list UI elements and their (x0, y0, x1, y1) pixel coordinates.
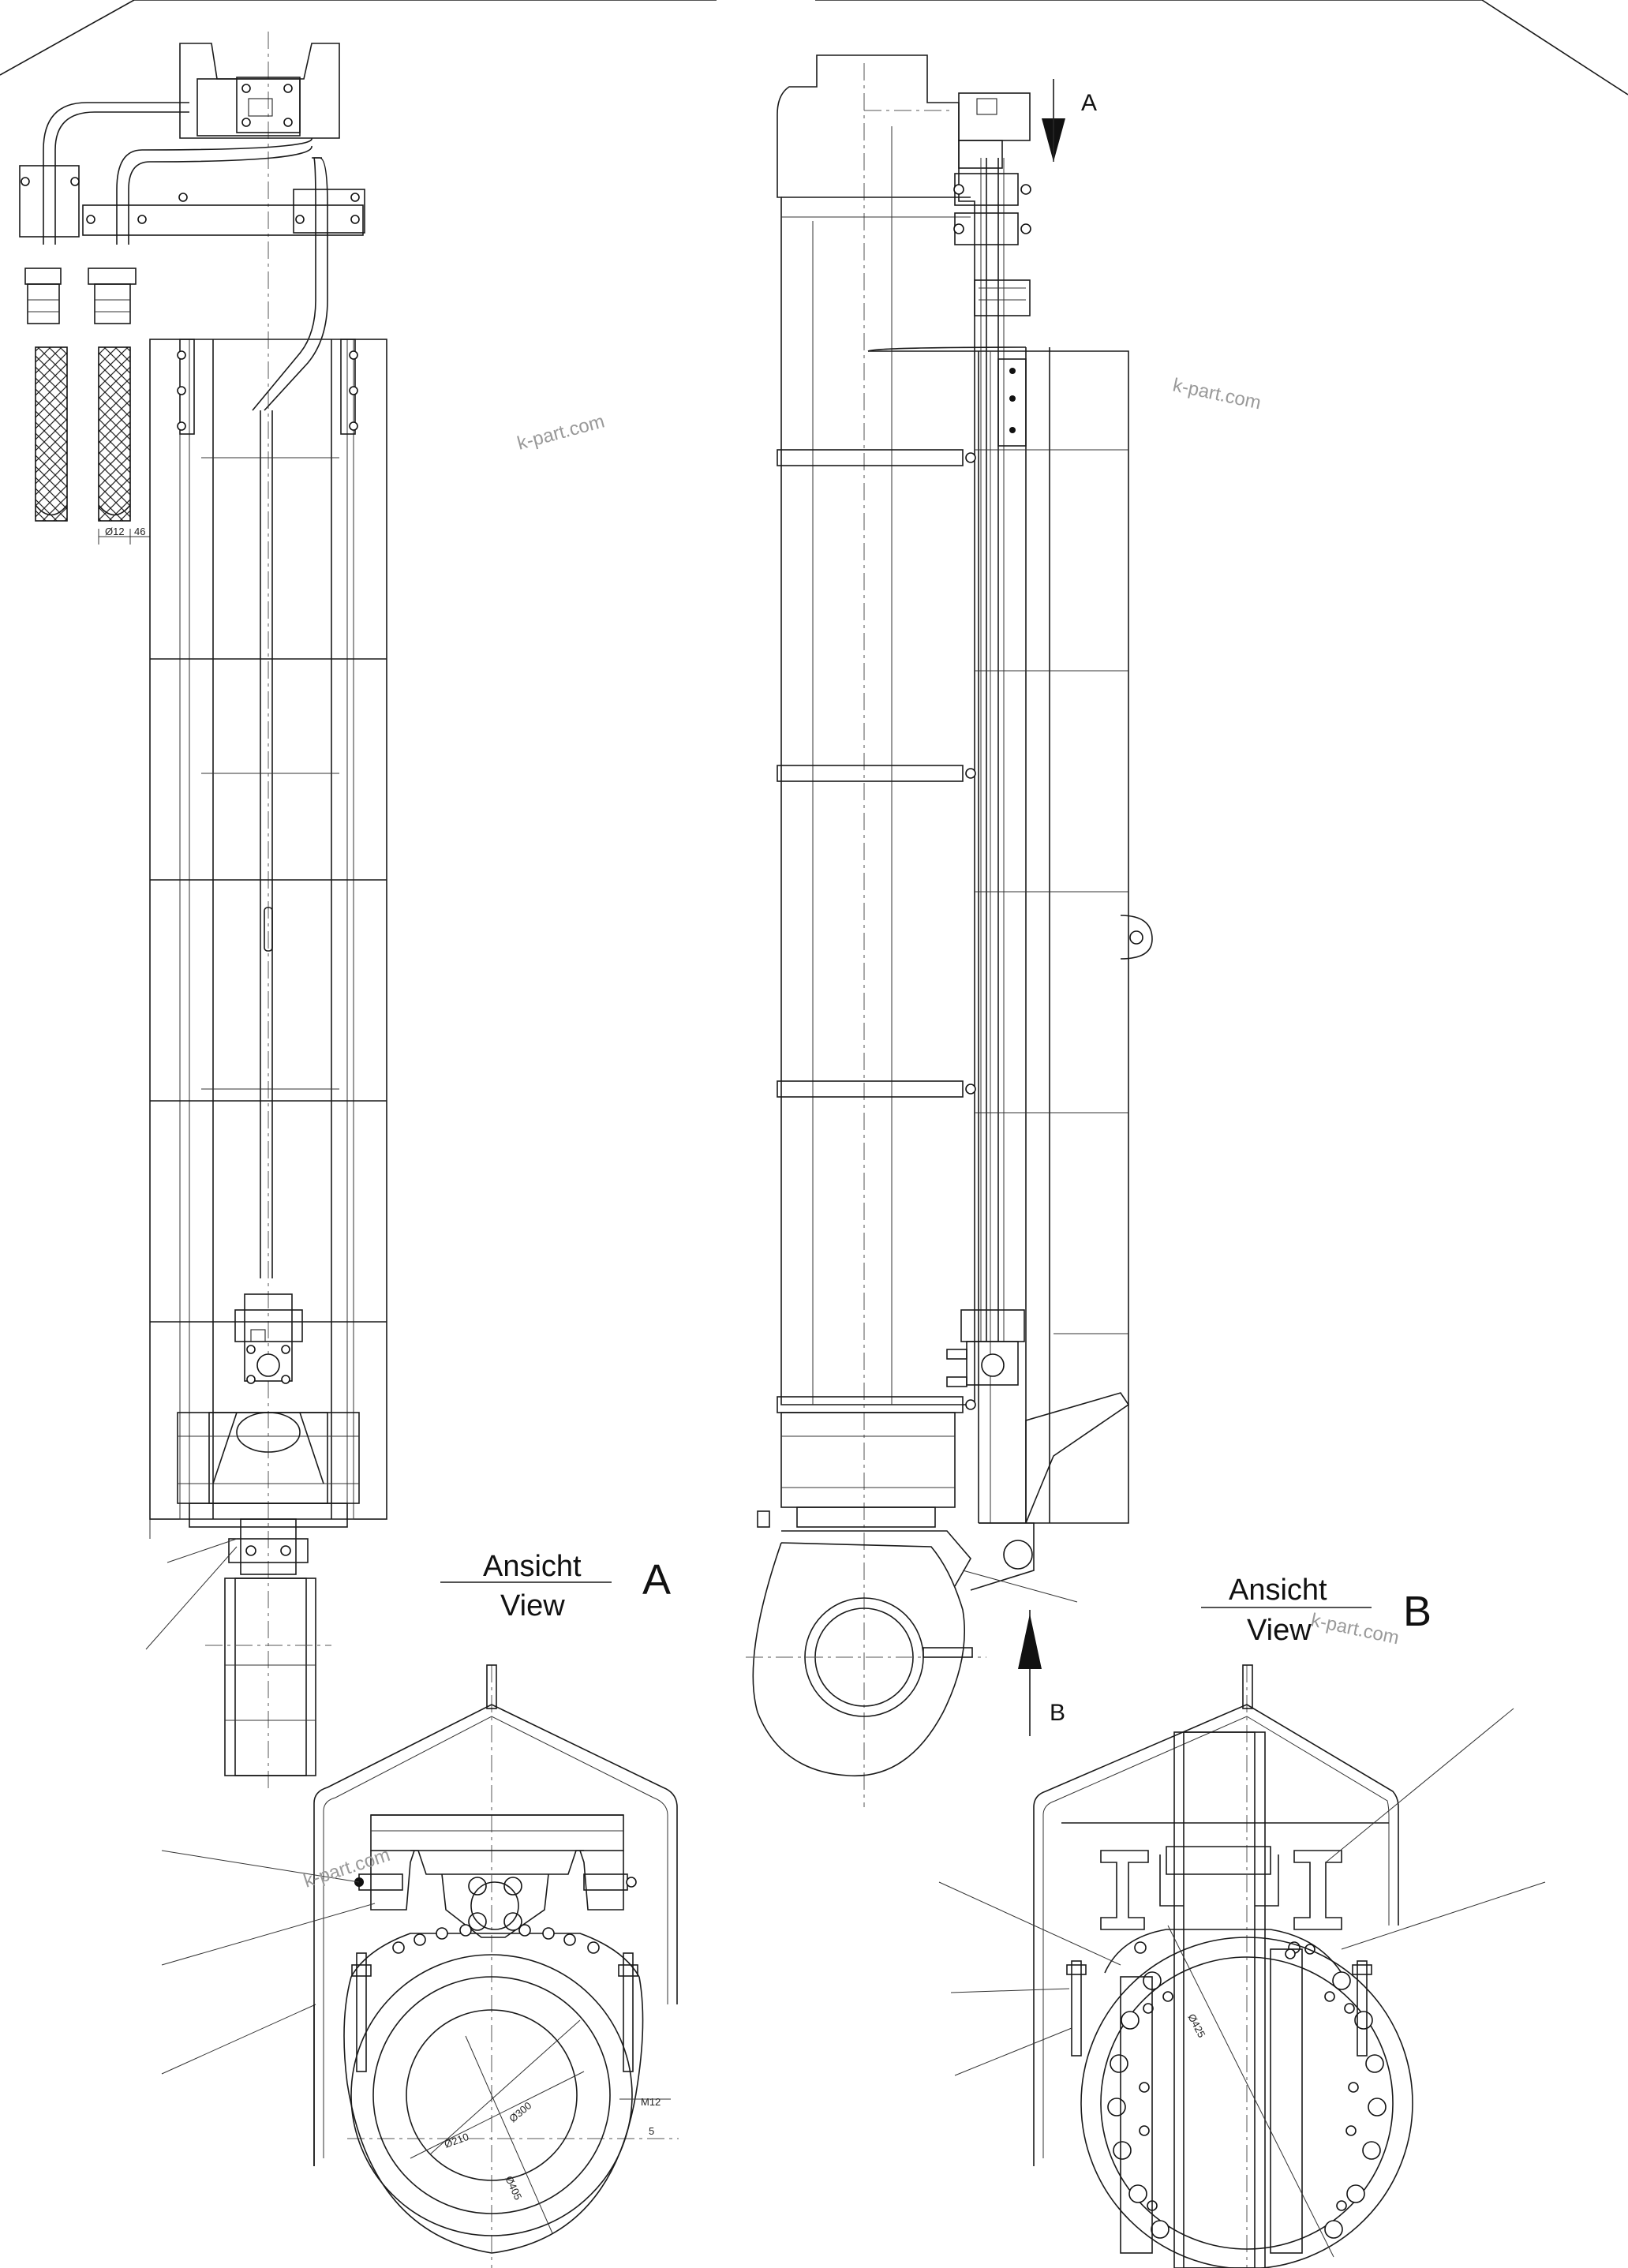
dim-view-a-d1: Ø210 (443, 2131, 470, 2150)
arrow-a-label: A (1081, 90, 1097, 116)
view-b-bolt-circle (1107, 1971, 1387, 2239)
view-a-drawing: Ø210 Ø300 Ø405 M12 5 (161, 1664, 679, 2268)
view-a-title-de: Ansicht (483, 1550, 582, 1583)
view-b-drawing: Ø425 (938, 1664, 1546, 2268)
front-view-cylinder: Ø12 46 (19, 32, 387, 1791)
clamp-bands (777, 449, 976, 1413)
dim-view-b-d1: Ø425 (1185, 2012, 1207, 2039)
dim-pipe-a: Ø12 (105, 526, 125, 537)
dim-pipe-b: 46 (134, 526, 145, 537)
section-arrow-a: A (1042, 79, 1097, 162)
watermark-1: k-part.com (515, 410, 607, 454)
section-arrow-b: B (1018, 1610, 1065, 1736)
watermark-3: k-part.com (301, 1844, 393, 1892)
view-b-letter: B (1403, 1588, 1432, 1635)
dim-view-a-d3: Ø405 (503, 2174, 524, 2202)
flange-bolt-holes (392, 1924, 600, 1954)
sheet-frame (0, 0, 1628, 95)
dim-view-a-thread: M12 (641, 2096, 661, 2108)
view-b-title-de: Ansicht (1229, 1574, 1327, 1607)
view-a-title: Ansicht View A (440, 1550, 671, 1622)
arrow-b-label: B (1050, 1700, 1065, 1726)
side-view-cylinder (746, 54, 1153, 1807)
dim-view-a-small: 5 (649, 2125, 654, 2137)
view-a-letter: A (642, 1556, 671, 1604)
watermark-4: k-part.com (1309, 1609, 1401, 1649)
view-b-title-en: View (1247, 1614, 1312, 1647)
view-b-title: Ansicht View B (1201, 1574, 1432, 1647)
view-a-title-en: View (500, 1589, 565, 1622)
watermark-2: k-part.com (1171, 374, 1263, 414)
